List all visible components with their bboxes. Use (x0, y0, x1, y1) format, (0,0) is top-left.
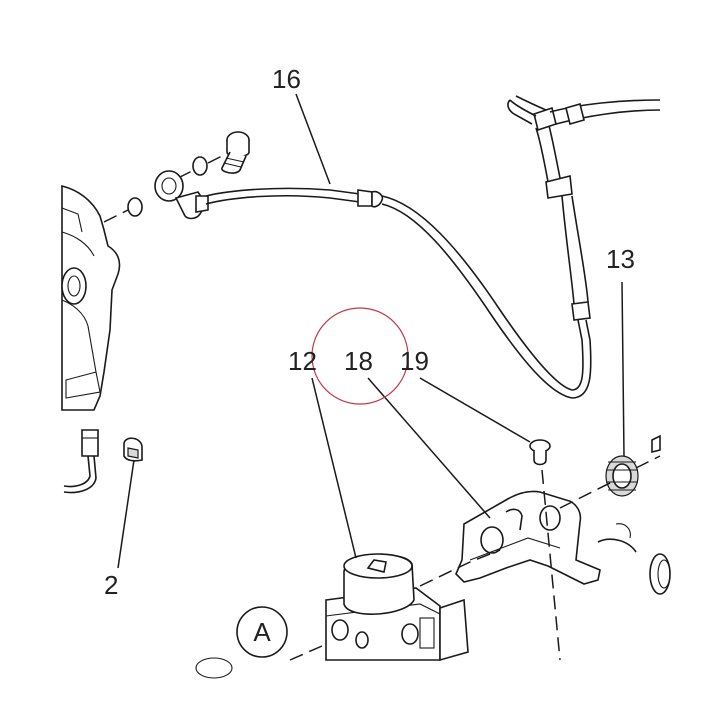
leader-19 (419, 377, 531, 443)
lower-left-fragment (195, 657, 233, 679)
callout-12: 12 (288, 346, 317, 376)
callout-18: 18 (344, 346, 373, 376)
screw-axis-line (541, 469, 561, 661)
leader-12 (311, 377, 357, 559)
leader-18 (367, 377, 491, 519)
callout-2: 2 (104, 570, 118, 600)
leader-2 (117, 459, 135, 569)
abs-sensor (63, 429, 99, 494)
view-marker-a: A (236, 606, 288, 658)
highlight-circle (311, 307, 409, 405)
abs-modulator (325, 553, 469, 662)
sealing-washer-upper (192, 156, 208, 176)
leader-13 (621, 281, 625, 457)
wheel-axis-line (559, 481, 613, 509)
sensor-tone-ring (605, 434, 661, 497)
callout-13: 13 (606, 244, 635, 274)
banjo-fitting-assembly (103, 131, 250, 223)
brake-hose (205, 95, 661, 399)
sealing-washer-lower (127, 197, 143, 217)
banjo-fitting (154, 170, 209, 220)
banjo-bolt (221, 131, 250, 174)
wheel-axis-line-right (635, 455, 661, 469)
brake-caliper (61, 184, 121, 411)
modulator-port-line (289, 645, 323, 661)
modulator-axis-line (419, 549, 501, 587)
leader-16 (295, 93, 331, 185)
view-marker-label: A (253, 617, 271, 647)
spacer-link (597, 538, 637, 553)
sensor-clip (123, 437, 143, 462)
axle-spacer (649, 553, 671, 595)
mounting-bracket (455, 490, 601, 585)
bracket-screw (529, 439, 551, 466)
callout-19: 19 (400, 346, 429, 376)
callout-16: 16 (272, 64, 301, 94)
